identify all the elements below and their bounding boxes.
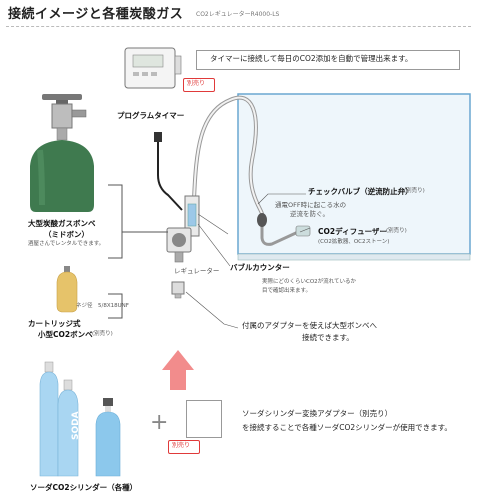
timer-caption: タイマーに接続して毎日のCO2添加を自動で管理出来ます。	[210, 54, 413, 63]
soda-adapter-text-1: ソーダシリンダー変換アダプター（別売り）	[242, 409, 393, 418]
check-valve	[257, 213, 267, 227]
soda-cylinder-label: ソーダCO2シリンダー（各種）	[30, 483, 138, 492]
diffuser-sub: (CO2拡散器、OC2ストーン)	[318, 239, 390, 245]
co2-regulator	[166, 195, 200, 263]
aquarium-tank	[237, 93, 471, 261]
regulator-label: レギュレーター	[174, 267, 220, 275]
large-cylinder-name-1: 大型炭酸ガスボンベ	[28, 219, 96, 228]
large-co2-cylinder	[30, 94, 94, 212]
soda-cylinder-small	[39, 361, 59, 477]
bubble-counter-label: バブルカウンター	[230, 263, 290, 272]
cartridge-tag: (別売り)	[92, 331, 113, 337]
plus-sign: +	[150, 410, 169, 435]
soda-adapter-box	[186, 400, 222, 438]
large-cylinder-name-2: （ミドボン）	[44, 230, 89, 239]
soda-adapter-text-2: を接続することで各種ソーダCO2シリンダーが使用できます。	[242, 423, 452, 432]
soda-bottle-text: SODA	[71, 411, 81, 440]
check-valve-label: チェックバルブ（逆流防止弁）	[308, 187, 413, 196]
cylinder-bracket	[108, 184, 123, 259]
adapter-text-1: 付属のアダプターを使えば大型ボンベへ	[242, 321, 377, 330]
diffuser-tag: (別売り)	[386, 228, 407, 234]
timer-sold-separately: 別売り	[187, 80, 206, 87]
large-cylinder-note: 酒屋さんでレンタルできます。	[28, 241, 105, 247]
cartridge-cylinder	[56, 266, 78, 313]
power-cable	[157, 140, 183, 211]
soda-sold-separately-badge	[168, 440, 200, 454]
check-valve-tag: (別売り)	[404, 188, 425, 194]
program-timer-label: プログラムタイマー	[117, 111, 185, 120]
bubble-counter-desc-2: 目で確認出来ます。	[262, 288, 311, 294]
adapter-text-2: 接続できます。	[302, 333, 354, 342]
header-divider	[6, 26, 471, 27]
check-valve-desc-2: 逆流を防ぐ。	[290, 210, 329, 218]
diagram-title: 接続イメージと各種炭酸ガス	[8, 7, 184, 22]
diffuser-label: CO2ディフューザー	[318, 227, 387, 236]
soda-cylinder-mid	[57, 379, 79, 477]
cartridge-thread: ネジ径 5/8X18UNF	[76, 303, 129, 309]
cartridge-name-2: 小型CO2ボンベ	[38, 330, 93, 339]
program-timer-device	[124, 47, 182, 89]
connect-arrow	[162, 350, 194, 390]
timer-sold-separately-badge	[183, 78, 215, 92]
soda-cylinder-large	[95, 398, 121, 477]
soda-sold-separately: 別売り	[172, 442, 191, 449]
cartridge-bracket	[108, 293, 123, 319]
check-valve-desc-1: 通電OFF時に起こる水の	[275, 201, 347, 209]
model-label: CO2レギュレーターR4000-LS	[196, 11, 280, 18]
adapter-fitting	[171, 281, 185, 299]
bubble-counter-desc-1: 実際にどのくらいCO2が流れているか	[262, 279, 357, 285]
cartridge-name-1: カートリッジ式	[28, 319, 81, 328]
timer-caption-box	[196, 50, 460, 70]
